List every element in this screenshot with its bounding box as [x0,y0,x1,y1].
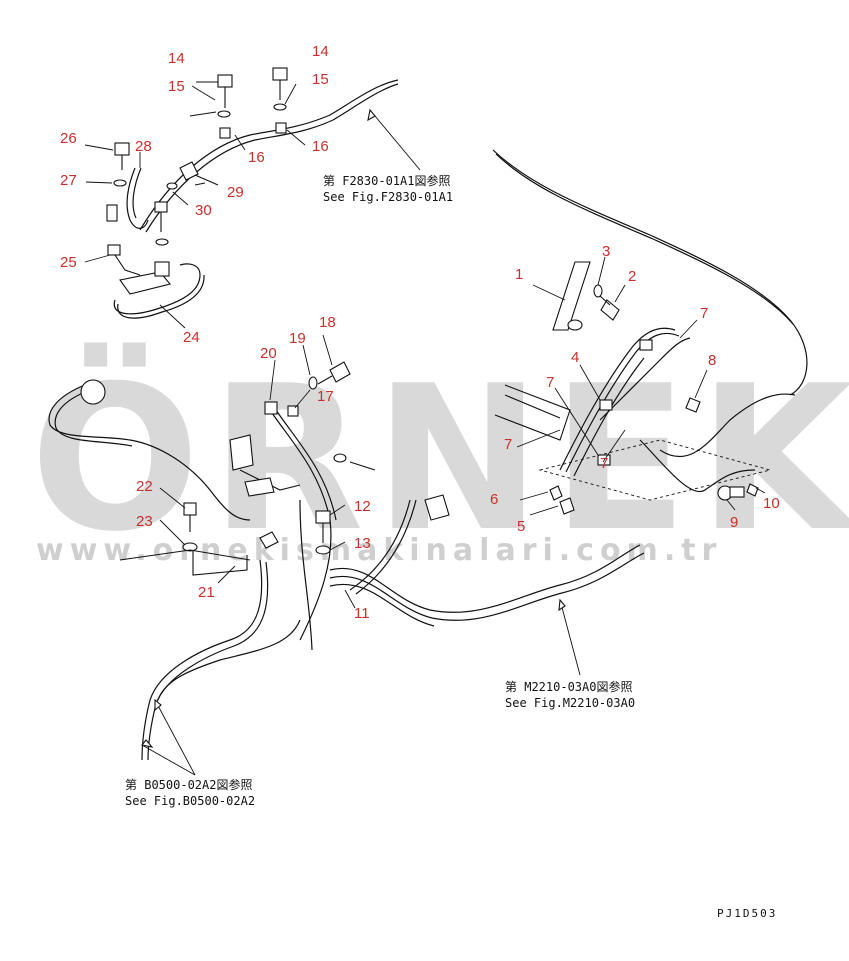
bracket-1 [552,261,591,331]
part-number: 15 [168,78,185,95]
part-number: 16 [312,138,329,155]
figure-references: 第 F2830-01A1図参照 See Fig.F2830-01A1 第 M22… [125,173,635,808]
part-number: 14 [312,43,329,60]
ref-f2830-jp: 第 F2830-01A1図参照 [323,173,450,188]
part-number: 2 [628,268,636,285]
ref-b0500-jp: 第 B0500-02A2図参照 [125,777,252,792]
part-number: 20 [260,345,277,362]
upper-left-assembly [106,67,399,319]
part-number: 19 [289,330,306,347]
part-number: 30 [195,202,212,219]
part-number: 16 [248,149,265,166]
watermark: ÖRNEK www.ornekismakinalari.com.tr [30,342,849,576]
part-number: 9 [730,514,738,531]
part-number: 21 [198,584,215,601]
part-number: 23 [136,513,153,530]
part-number: 5 [517,518,525,535]
part-number: 7 [504,436,512,453]
part-number: 8 [708,352,716,369]
ref-m2210-en: See Fig.M2210-03A0 [505,696,635,710]
watermark-brand: ÖRNEK [30,342,849,576]
clamp-16a [219,127,231,139]
part-number: 11 [354,605,370,622]
connector-left [80,379,106,405]
ref-m2210-jp: 第 M2210-03A0図参照 [505,679,632,694]
part-number: 7 [546,374,554,391]
part-number: 24 [183,329,200,346]
center-harness [229,361,645,651]
clamp-16b [275,122,287,134]
part-number: 6 [490,491,498,508]
part-number: 10 [763,495,780,512]
part-number: 7 [700,305,708,322]
part-number: 15 [312,71,329,88]
part-number: 13 [354,535,371,552]
part-number: 3 [602,243,610,260]
ref-f2830-en: See Fig.F2830-01A1 [323,190,453,204]
bolt-14a-head [217,74,233,88]
part-number: 1 [515,266,523,283]
drawing-code: PJ1D503 [717,907,777,920]
part-number: 14 [168,50,185,67]
leader-lines [84,81,766,776]
washer-15b [273,103,287,111]
upper-right-pipe [492,149,808,396]
part-number: 12 [354,498,371,515]
part-number: 4 [571,349,579,366]
part-number: 7 [600,455,608,472]
part-number: 17 [317,388,334,405]
bolt-14b-head [272,67,288,81]
part-number-labels: 14 14 15 15 16 16 26 28 27 29 30 25 24 3… [60,43,780,622]
right-hose-group [494,327,796,501]
part-number: 22 [136,478,153,495]
part-number: 28 [135,138,152,155]
washer-15a [217,110,231,118]
part-number: 27 [60,172,77,189]
ref-b0500-en: See Fig.B0500-02A2 [125,794,255,808]
watermark-url: www.ornekismakinalari.com.tr [36,533,722,568]
part-number: 29 [227,184,244,201]
part-number: 26 [60,130,77,147]
part-number: 18 [319,314,336,331]
left-harness [48,379,301,761]
part-number: 25 [60,254,77,271]
